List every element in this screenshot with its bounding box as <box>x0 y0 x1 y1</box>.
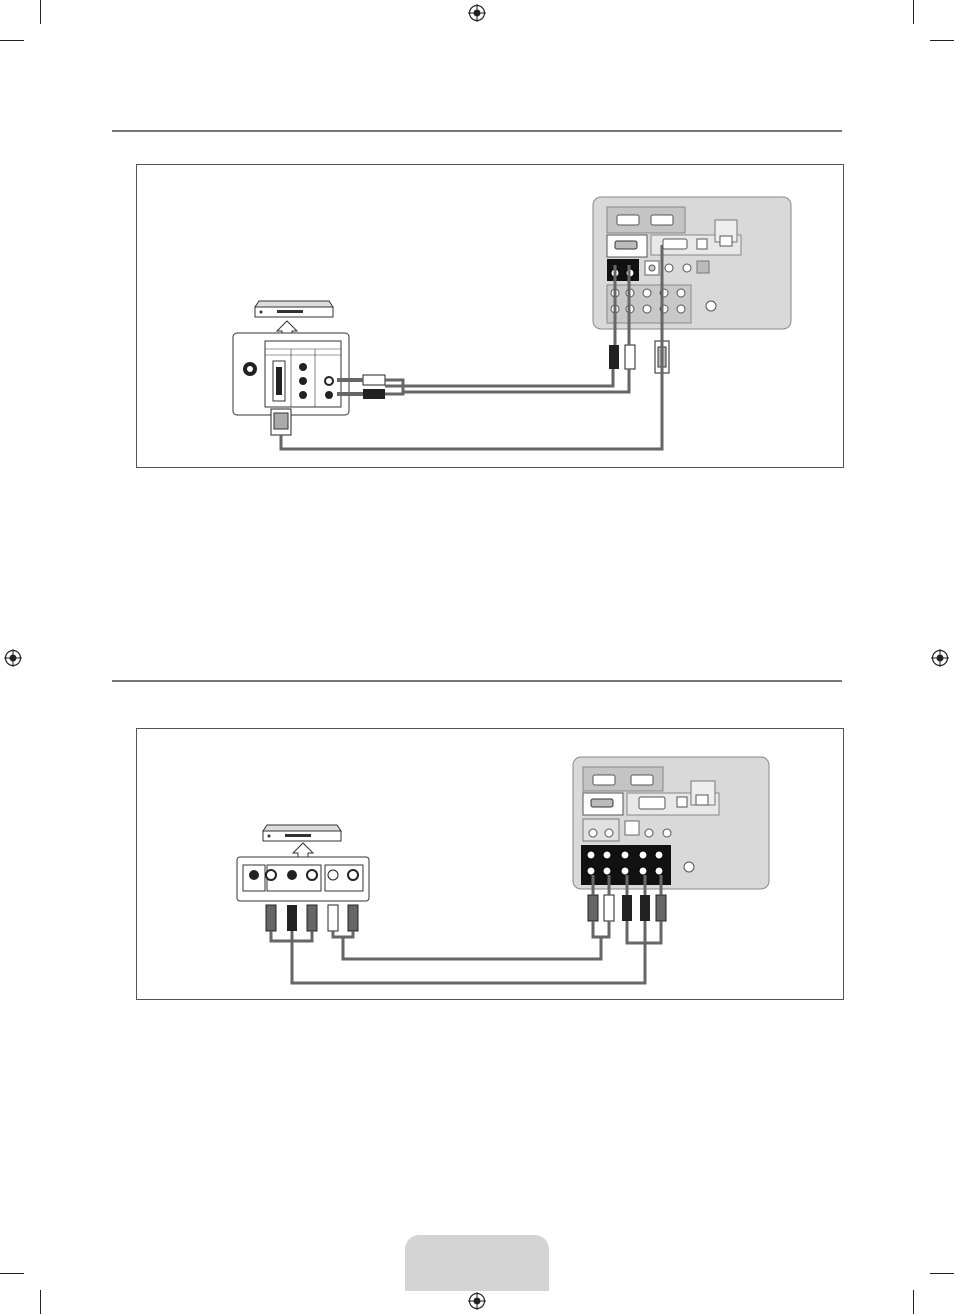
diagram-dvd-hdmi-dvi-connection <box>136 164 844 468</box>
registration-mark-icon <box>468 1292 486 1310</box>
section-rule-middle <box>112 680 842 682</box>
tv-plugs <box>588 895 666 921</box>
tv-rear-panel <box>593 197 791 329</box>
dvd-player-icon <box>263 825 341 841</box>
dvd-plugs <box>266 905 358 931</box>
registration-mark-icon <box>468 4 486 22</box>
crop-mark-bottom-left-v <box>40 1290 41 1314</box>
arrow-up-icon <box>293 843 313 857</box>
connection-diagram-2 <box>137 729 843 999</box>
dvd-player-icon <box>255 301 333 317</box>
dvd-rear-panel <box>233 333 349 415</box>
tv-rear-panel <box>573 757 769 889</box>
crop-mark-top-right-v <box>913 0 914 24</box>
crop-mark-bottom-left-h <box>0 1273 24 1274</box>
crop-mark-bottom-right-h <box>930 1273 954 1274</box>
registration-mark-icon <box>931 649 949 667</box>
dvi-plug <box>271 409 291 435</box>
crop-mark-top-left-h <box>0 40 24 41</box>
dvd-rear-panel <box>237 857 369 901</box>
diagram-dvd-component-connection <box>136 728 844 1000</box>
page-number-tab <box>405 1235 549 1291</box>
connection-diagram-1 <box>137 165 843 467</box>
section-rule-top <box>112 130 842 132</box>
crop-mark-top-right-h <box>930 40 954 41</box>
registration-mark-icon <box>4 649 22 667</box>
tv-plugs <box>609 341 669 373</box>
crop-mark-top-left-v <box>40 0 41 24</box>
crop-mark-bottom-right-v <box>913 1290 914 1314</box>
